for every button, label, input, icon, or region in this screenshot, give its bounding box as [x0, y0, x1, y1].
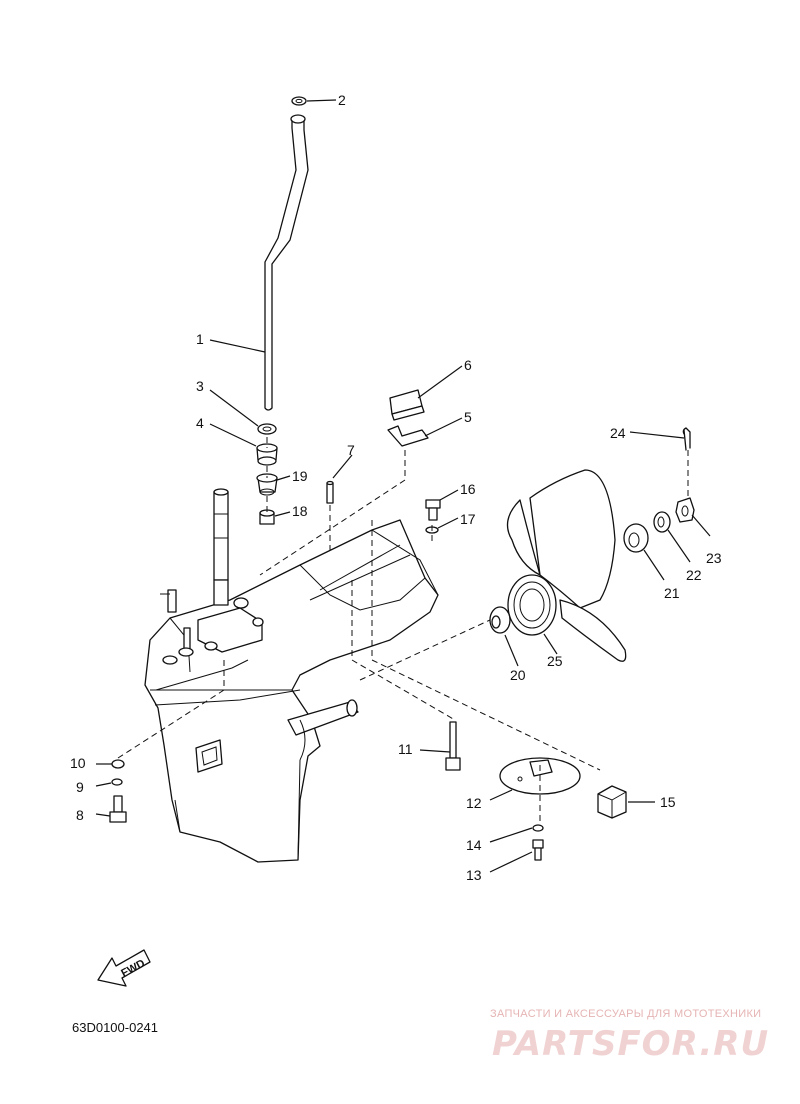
callout-25: 25 [547, 653, 563, 669]
diagram-part-code: 63D0100-0241 [72, 1020, 159, 1035]
callout-1: 1 [196, 331, 204, 347]
part-19-grommet [256, 473, 278, 496]
part-5-bracket [387, 425, 429, 447]
callout-15: 15 [660, 794, 676, 810]
callout-6: 6 [464, 357, 472, 373]
callout-9: 9 [76, 779, 84, 795]
leader-lines [95, 99, 711, 873]
part-20-thrust-washer [489, 606, 511, 634]
callout-23: 23 [706, 550, 722, 566]
part-1-shift-rod [264, 114, 309, 411]
callout-8: 8 [76, 807, 84, 823]
callout-labels: 2 1 3 4 6 5 7 19 18 16 17 24 23 22 21 20… [70, 92, 722, 883]
part-18-bushing [259, 509, 275, 525]
fwd-label: FWD [119, 957, 147, 979]
part-22-washer [653, 511, 671, 533]
part-13-bolt [532, 839, 544, 861]
part-3-washer [257, 423, 277, 435]
part-9-washer [111, 778, 123, 786]
fwd-arrow: FWD [97, 949, 151, 987]
part-24-cotter-pin [682, 427, 691, 451]
callout-7: 7 [347, 442, 355, 458]
part-23-nut [675, 497, 695, 523]
callout-12: 12 [466, 795, 482, 811]
assembly-lines [117, 437, 689, 822]
callout-18: 18 [292, 503, 308, 519]
callout-4: 4 [196, 415, 204, 431]
callout-10: 10 [70, 755, 86, 771]
part-10-washer [111, 759, 125, 769]
part-8-bolt [109, 795, 127, 823]
callout-16: 16 [460, 481, 476, 497]
callout-17: 17 [460, 511, 476, 527]
callout-20: 20 [510, 667, 526, 683]
callout-11: 11 [398, 741, 413, 757]
watermark-tagline: ЗАПЧАСТИ И АКСЕССУАРЫ ДЛЯ МОТОТЕХНИКИ [490, 1008, 762, 1020]
callout-5: 5 [464, 409, 472, 425]
callout-2: 2 [338, 92, 346, 108]
callout-19: 19 [292, 468, 308, 484]
watermark-logo: PARTSFOR.RU [492, 1024, 770, 1064]
callout-3: 3 [196, 378, 204, 394]
part-25-propeller [506, 469, 627, 662]
part-16-bolt [425, 499, 441, 521]
part-7-dowel-pin [326, 480, 334, 504]
part-12-trim-tab [499, 757, 581, 795]
gear-case [144, 488, 439, 863]
callout-22: 22 [686, 567, 702, 583]
callout-14: 14 [466, 837, 482, 853]
part-11-bolt [445, 721, 461, 771]
part-15-anode [597, 785, 627, 819]
callout-21: 21 [664, 585, 680, 601]
callout-24: 24 [610, 425, 626, 441]
part-21-spacer [623, 523, 649, 553]
callout-13: 13 [466, 867, 482, 883]
part-14-washer [532, 824, 544, 832]
part-6-cover [389, 389, 425, 421]
part-2-washer [291, 96, 307, 106]
